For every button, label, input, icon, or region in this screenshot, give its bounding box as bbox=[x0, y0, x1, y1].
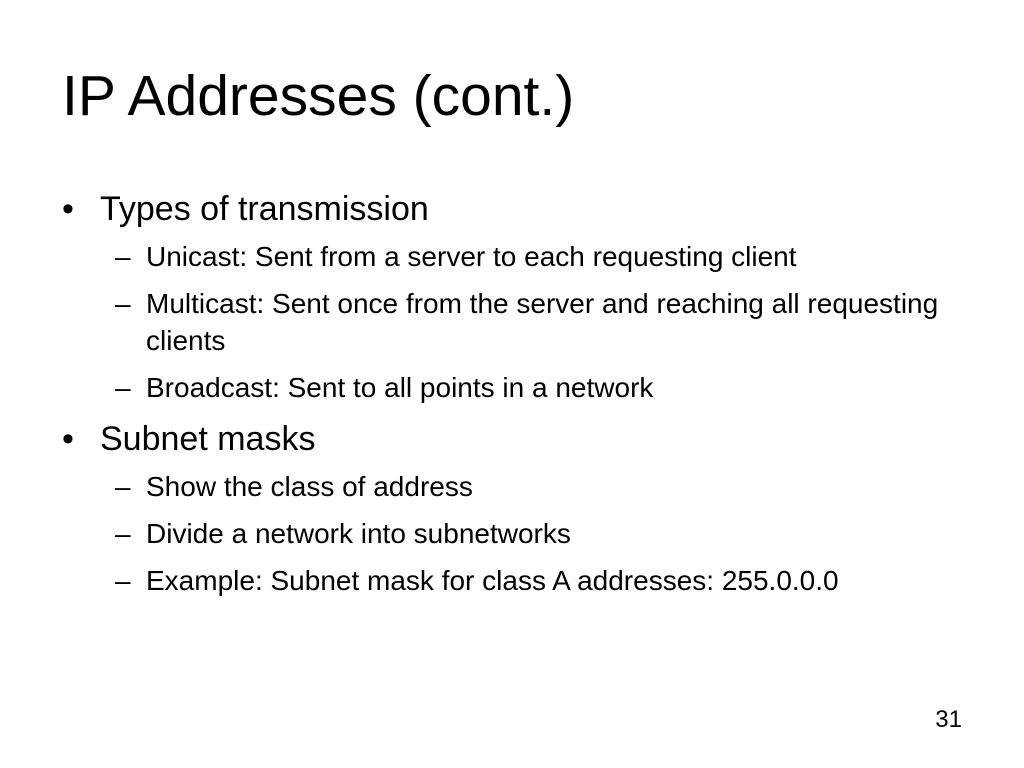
bullet-item: • Types of transmission bbox=[0, 186, 1024, 232]
bullet-text: Subnet masks bbox=[100, 420, 316, 458]
bullet-group-transmission: • Types of transmission – Unicast: Sent … bbox=[0, 186, 1024, 406]
sub-bullet-glyph: – bbox=[115, 565, 131, 596]
sub-bullet-item: – Example: Subnet mask for class A addre… bbox=[0, 562, 1024, 599]
bullet-glyph: • bbox=[62, 190, 74, 228]
sub-bullet-glyph: – bbox=[115, 288, 131, 319]
page-number: 31 bbox=[935, 706, 962, 733]
sub-bullet-text: Unicast: Sent from a server to each requ… bbox=[146, 241, 797, 272]
sub-bullet-text: Multicast: Sent once from the server and… bbox=[146, 288, 939, 356]
sub-bullet-glyph: – bbox=[115, 241, 131, 272]
bullet-group-subnet-masks: • Subnet masks – Show the class of addre… bbox=[0, 416, 1024, 599]
bullet-text: Types of transmission bbox=[100, 190, 429, 228]
bullet-list: • Types of transmission – Unicast: Sent … bbox=[0, 186, 1024, 609]
sub-bullet-item: – Multicast: Sent once from the server a… bbox=[0, 285, 1024, 359]
sub-bullet-text: Divide a network into subnetworks bbox=[146, 518, 571, 549]
sub-bullet-text: Show the class of address bbox=[146, 471, 473, 502]
bullet-glyph: • bbox=[62, 420, 74, 458]
slide-title: IP Addresses (cont.) bbox=[62, 64, 575, 128]
sub-bullet-text: Broadcast: Sent to all points in a netwo… bbox=[146, 372, 654, 403]
sub-bullet-item: – Unicast: Sent from a server to each re… bbox=[0, 238, 1024, 275]
sub-bullet-item: – Show the class of address bbox=[0, 468, 1024, 505]
bullet-item: • Subnet masks bbox=[0, 416, 1024, 462]
sub-bullet-item: – Divide a network into subnetworks bbox=[0, 515, 1024, 552]
sub-bullet-text: Example: Subnet mask for class A address… bbox=[146, 565, 839, 596]
sub-bullet-glyph: – bbox=[115, 471, 131, 502]
sub-bullet-glyph: – bbox=[115, 372, 131, 403]
sub-bullet-glyph: – bbox=[115, 518, 131, 549]
sub-bullet-item: – Broadcast: Sent to all points in a net… bbox=[0, 369, 1024, 406]
